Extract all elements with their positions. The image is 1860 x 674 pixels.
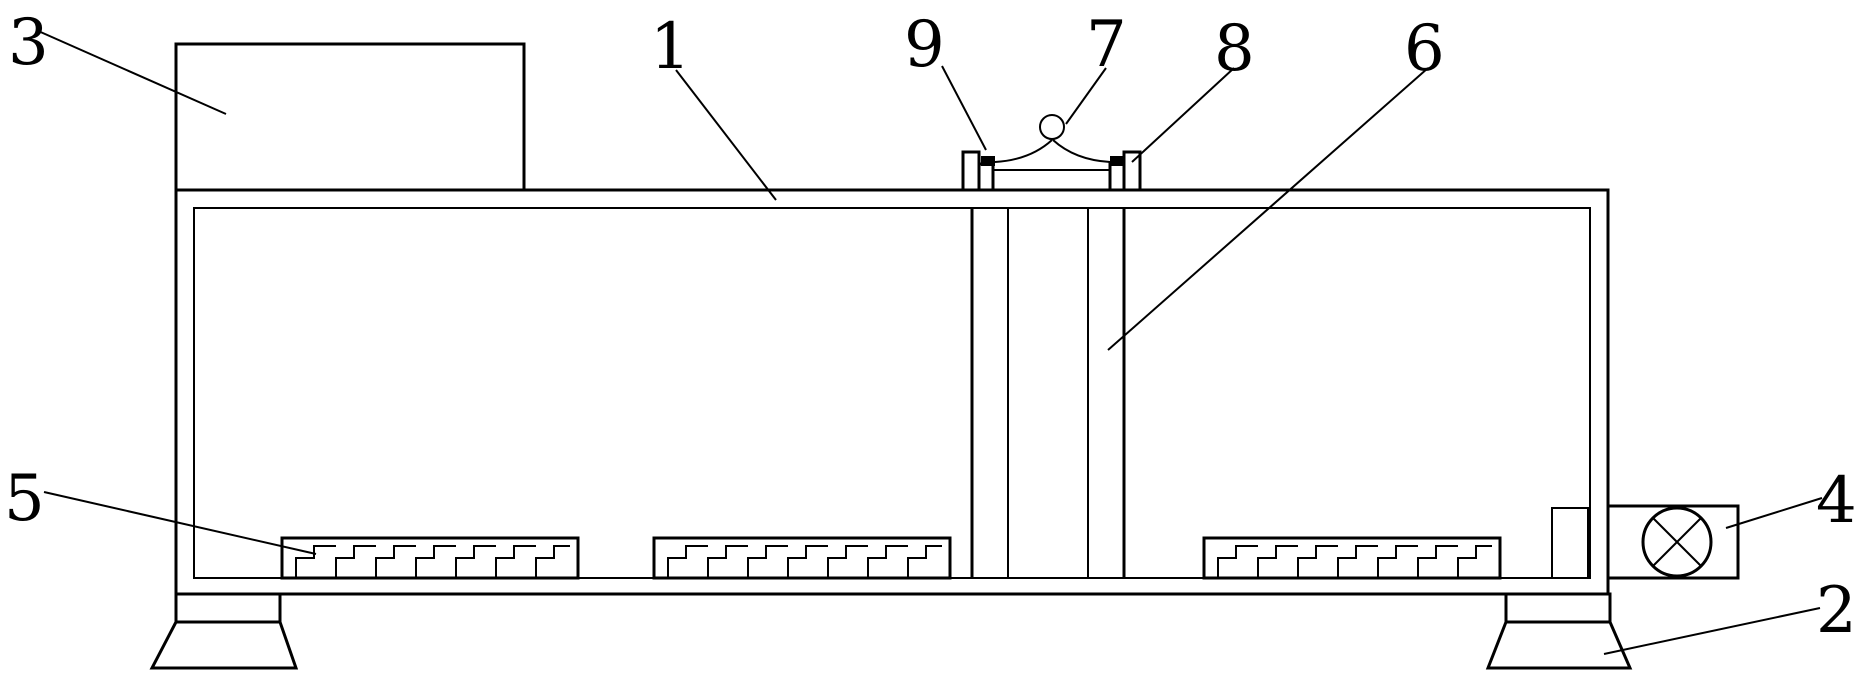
center-column — [970, 208, 1126, 578]
fan-unit — [1551, 504, 1740, 580]
support-foot-right — [1485, 592, 1633, 670]
label-5: 5 — [4, 462, 45, 536]
heater-strip-3 — [1202, 536, 1502, 580]
hanging-ring — [994, 114, 1111, 163]
clamp-blocks — [981, 156, 1124, 166]
label-7: 7 — [1086, 8, 1127, 82]
label-4: 4 — [1816, 464, 1857, 538]
leader-lines — [35, 29, 1823, 655]
heater-strip-1 — [280, 536, 580, 580]
label-1: 1 — [650, 10, 691, 84]
heater-strip-2 — [652, 536, 952, 580]
control-box — [174, 42, 526, 192]
label-3: 3 — [8, 6, 49, 80]
label-9: 9 — [904, 8, 945, 82]
label-2: 2 — [1816, 574, 1857, 648]
label-6: 6 — [1404, 12, 1445, 86]
main-frame — [174, 188, 1610, 596]
label-8: 8 — [1214, 12, 1255, 86]
support-foot-left — [149, 592, 299, 670]
